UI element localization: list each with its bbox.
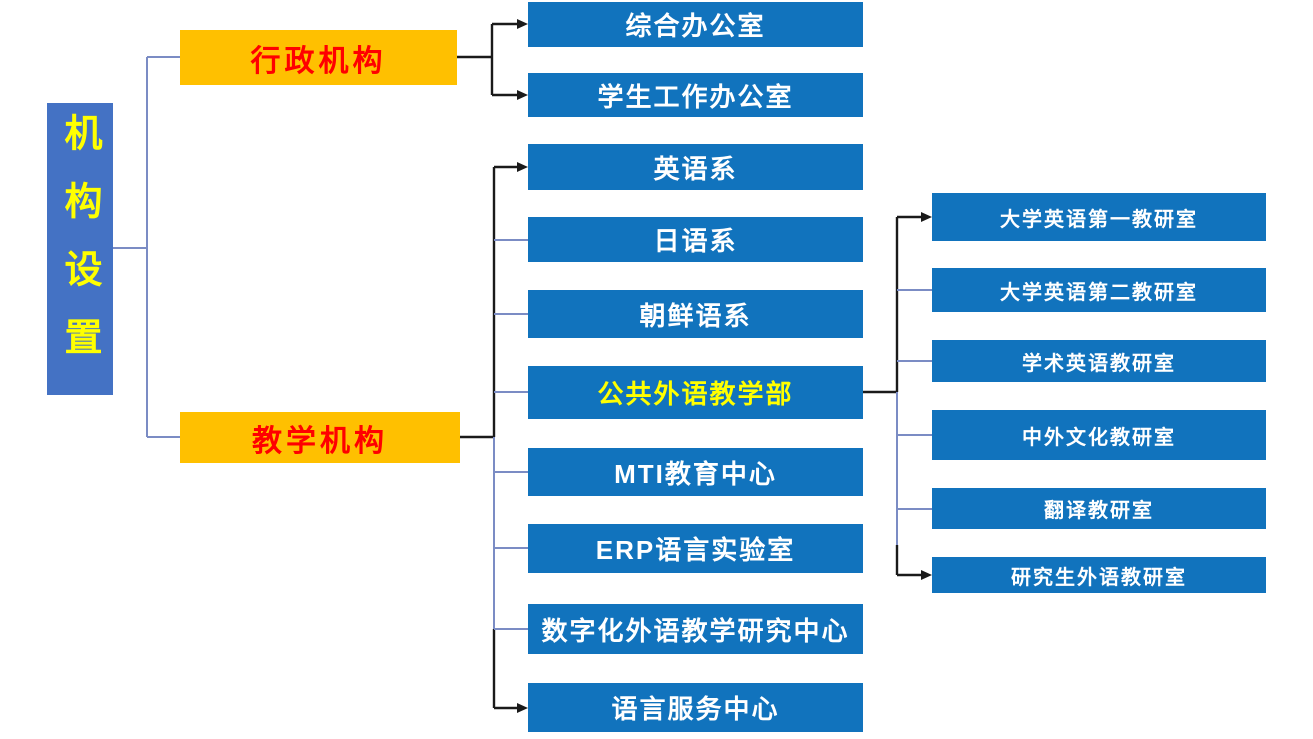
node-student-affairs-office: 学生工作办公室 (528, 73, 863, 117)
node-teaching-org-label: 教学机构 (252, 424, 388, 458)
node-translation-office: 翻译教研室 (932, 488, 1266, 529)
node-general-office: 综合办公室 (528, 2, 863, 47)
node-label: 学生工作办公室 (597, 81, 794, 112)
node-label: ERP语言实验室 (595, 535, 796, 565)
node-admin-org-label: 行政机构 (250, 44, 387, 78)
node-label: MTI教育中心 (614, 458, 777, 489)
node-mti-education-center: MTI教育中心 (528, 448, 863, 496)
node-erp-language-lab: ERP语言实验室 (528, 524, 863, 573)
node-academic-english-office: 学术英语教研室 (932, 340, 1266, 382)
node-college-english-office-2: 大学英语第二教研室 (932, 268, 1266, 312)
node-label: 翻译教研室 (1044, 500, 1154, 522)
node-label: 研究生外语教研室 (1011, 566, 1187, 589)
node-label: 中外文化教研室 (1022, 426, 1176, 449)
node-label: 英语系 (653, 153, 738, 184)
node-digital-teaching-research-center: 数字化外语教学研究中心 (528, 604, 863, 654)
arrow-icon (517, 19, 528, 29)
node-label: 综合办公室 (625, 11, 766, 41)
teaching-branch-connectors (460, 162, 528, 713)
node-college-english-office-1: 大学英语第一教研室 (932, 193, 1266, 241)
node-graduate-foreign-lang-office: 研究生外语教研室 (932, 557, 1266, 593)
node-japanese-dept: 日语系 (528, 217, 863, 262)
node-label: 语言服务中心 (611, 694, 780, 724)
node-korean-dept: 朝鲜语系 (528, 290, 863, 338)
node-public-foreign-lang-dept: 公共外语教学部 (528, 366, 863, 419)
node-label: 大学英语第一教研室 (1000, 208, 1198, 231)
node-english-dept: 英语系 (528, 144, 863, 190)
arrow-icon (517, 162, 528, 172)
root-connectors (113, 56, 180, 438)
admin-branch-connectors (457, 19, 528, 100)
arrow-icon (517, 90, 528, 100)
node-teaching-org: 教学机构 (180, 412, 460, 463)
node-label: 数字化外语教学研究中心 (541, 615, 850, 646)
arrow-icon (921, 212, 932, 222)
node-admin-org: 行政机构 (180, 30, 457, 85)
node-chinese-foreign-culture-office: 中外文化教研室 (932, 410, 1266, 460)
node-label: 日语系 (653, 226, 738, 256)
node-label: 朝鲜语系 (639, 300, 752, 331)
arrow-icon (517, 703, 528, 713)
arrow-icon (921, 570, 932, 580)
public-dept-connectors (863, 212, 932, 580)
node-label: 大学英语第二教研室 (1000, 281, 1198, 304)
node-label: 学术英语教研室 (1022, 352, 1176, 375)
node-label: 公共外语教学部 (597, 379, 794, 409)
node-root-label: 机构设置 (58, 113, 103, 385)
node-language-service-center: 语言服务中心 (528, 683, 863, 732)
node-root: 机构设置 (47, 103, 113, 395)
